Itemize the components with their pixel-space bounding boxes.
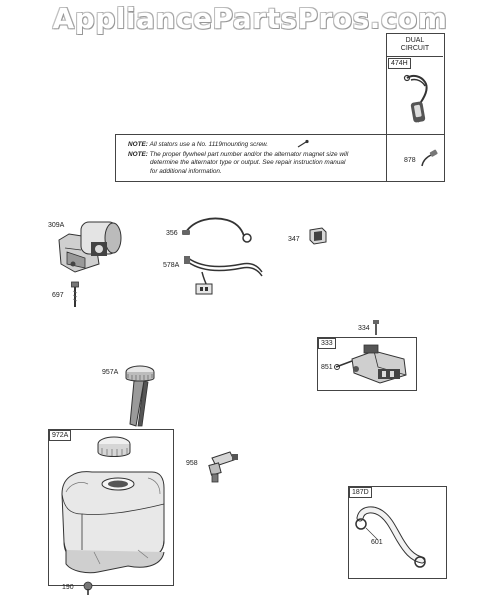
note1-text: All stators use a No. 1119mounting screw… [149, 141, 269, 148]
box-187D [348, 486, 447, 579]
label-958: 958 [186, 460, 198, 467]
part-356-wire[interactable] [182, 212, 257, 244]
label-851: 851 [321, 364, 333, 371]
tag-972A: 972A [49, 430, 72, 441]
part-347-switch[interactable] [306, 226, 328, 246]
note-1: NOTE: All stators use a No. 1119mounting… [128, 141, 268, 149]
tag-333: 333 [318, 338, 336, 349]
part-333-module[interactable] [334, 341, 412, 387]
note2-line2: determine the alternator type or output.… [150, 159, 346, 167]
note-2: NOTE: The proper flywheel part number an… [128, 151, 383, 176]
part-957A-dipstick[interactable] [120, 362, 160, 430]
dual-heading-line2: CIRCUIT [400, 45, 430, 52]
tag-474H: 474H [388, 58, 411, 69]
part-697-bolt[interactable] [70, 281, 80, 309]
label-957A: 957A [102, 369, 119, 376]
dual-divider [387, 56, 443, 57]
part-187D-fuel-line[interactable] [352, 500, 442, 575]
part-958-shutoff-valve[interactable] [200, 448, 240, 484]
label-697: 697 [52, 292, 64, 299]
label-601: 601 [371, 539, 383, 546]
dual-circuit-heading: DUAL CIRCUIT [387, 37, 443, 53]
notes-box [115, 134, 445, 182]
label-347: 347 [288, 236, 300, 243]
label-356: 356 [166, 230, 178, 237]
box-972A [48, 429, 174, 586]
dual-heading-line1: DUAL [405, 37, 425, 44]
part-972A-fuel-tank[interactable] [52, 432, 170, 582]
part-878[interactable] [419, 148, 439, 168]
label-190: 190 [62, 584, 74, 591]
tag-187D: 187D [349, 487, 372, 498]
label-578A: 578A [163, 262, 180, 269]
dual-circuit-stator-part[interactable] [395, 72, 440, 127]
note2-line1: The proper flywheel part number and/or t… [149, 151, 349, 158]
note1-label: NOTE: [128, 141, 148, 148]
box-333 [317, 337, 417, 391]
part-578A-harness[interactable] [182, 252, 267, 297]
label-309A: 309A [48, 222, 65, 229]
note2-label: NOTE: [128, 151, 148, 158]
part-190-screw[interactable] [80, 580, 96, 596]
part-309A-starter-motor[interactable] [55, 212, 130, 282]
note2-line3: for additional information. [150, 167, 222, 175]
screw-1119-icon [297, 139, 309, 148]
label-334: 334 [358, 325, 370, 332]
label-878: 878 [404, 157, 416, 164]
watermark-logo: AppliancePartsPros.com [52, 2, 448, 35]
part-334-screw[interactable] [372, 320, 380, 336]
